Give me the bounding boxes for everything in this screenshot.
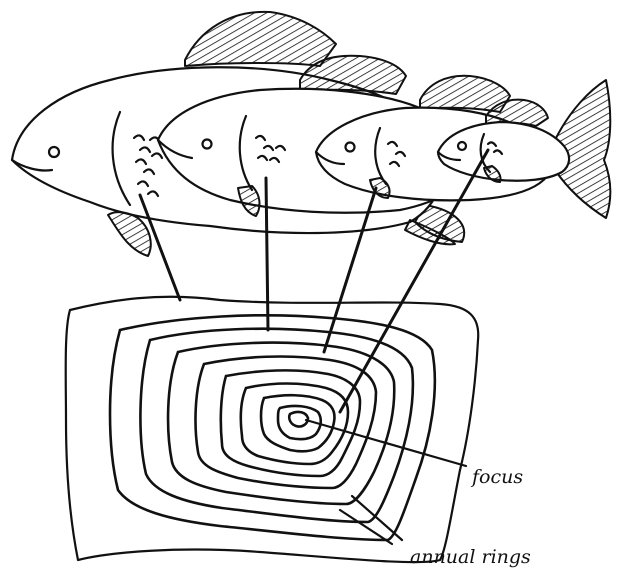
fish-largest-pectoral-fin xyxy=(108,212,151,256)
connector-fish-medium-large xyxy=(266,178,268,330)
fish-scale xyxy=(66,297,479,562)
annual-ring-4 xyxy=(196,357,376,488)
annual-rings-label: annual rings xyxy=(410,546,531,568)
fish-largest-dorsal-fin xyxy=(185,12,336,66)
scale-focus xyxy=(289,412,308,427)
focus-label: focus xyxy=(472,466,523,488)
focus-pointer xyxy=(306,420,466,466)
annual-ring-1 xyxy=(110,315,435,540)
annual-ring-7 xyxy=(261,395,335,451)
